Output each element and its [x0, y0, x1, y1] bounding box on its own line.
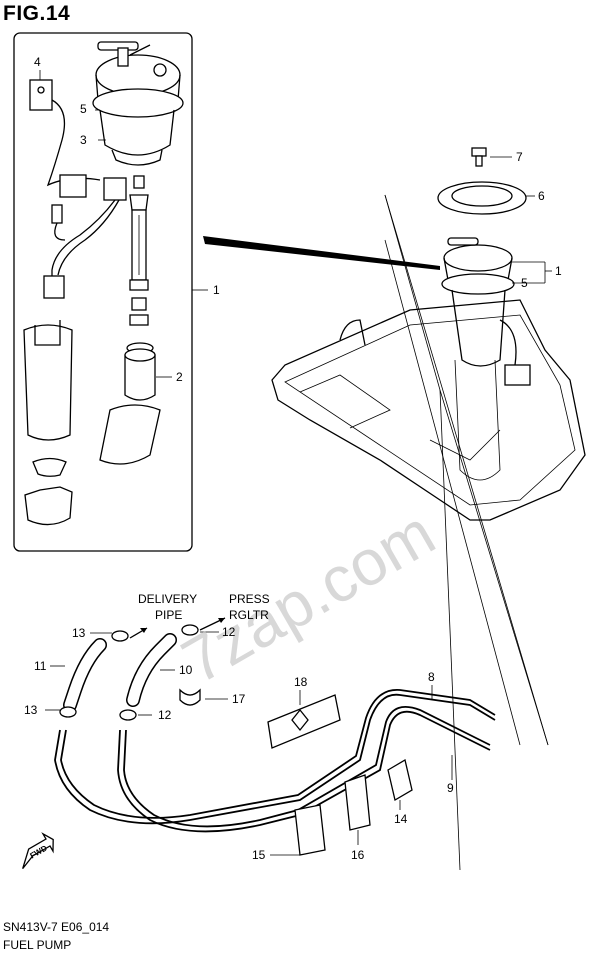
pointer-arrow [203, 236, 440, 270]
hose-clamps [59, 624, 201, 721]
callout-8: 8 [428, 670, 435, 684]
press-label-line1: PRESS [229, 592, 270, 606]
callout-9: 9 [447, 781, 454, 795]
diagram-name: FUEL PUMP [3, 938, 72, 952]
callout-13-bottom: 13 [24, 703, 38, 717]
callout-2: 2 [176, 370, 183, 384]
callout-5-main: 5 [521, 276, 528, 290]
delivery-label-line1: DELIVERY [138, 592, 197, 606]
callout-13-top: 13 [72, 626, 86, 640]
detail-box [13, 32, 193, 552]
pump-holder-parts [23, 320, 73, 526]
pipe-clip-16 [344, 774, 371, 831]
mounting-bolt [471, 147, 487, 167]
fuel-gauge-tube [129, 175, 149, 326]
callout-1-main: 1 [555, 264, 562, 278]
callout-7: 7 [516, 150, 523, 164]
leader-lines [39, 70, 552, 856]
delivery-label-line2: PIPE [155, 608, 182, 622]
callout-labels: 4 5 3 1 2 7 6 1 5 13 12 11 10 18 8 17 13… [24, 55, 562, 862]
annotation-arrows [129, 617, 226, 639]
callout-4: 4 [34, 55, 41, 69]
fuel-pipe-9 [117, 706, 491, 833]
callout-1-detail: 1 [213, 283, 220, 297]
connector-bracket-detail [29, 79, 127, 299]
watermark: 7zap.com [170, 496, 446, 697]
pump-module-detail [92, 41, 184, 166]
callout-16: 16 [351, 848, 365, 862]
bracket-18 [267, 694, 341, 749]
callout-14: 14 [394, 812, 408, 826]
callout-17: 17 [232, 692, 246, 706]
figure-title: FIG.14 [3, 2, 71, 25]
callout-6: 6 [538, 189, 545, 203]
forward-direction-mark: FWD [22, 832, 54, 870]
callout-12-bottom: 12 [158, 708, 172, 722]
pipe-clip-14 [387, 758, 413, 802]
pipe-clip-15 [294, 804, 326, 856]
callout-5-detail: 5 [80, 102, 87, 116]
diagram-code: SN413V-7 E06_014 [3, 920, 110, 934]
hose-11 [63, 638, 107, 712]
callout-18: 18 [294, 675, 308, 689]
press-label-line2: RGLTR [229, 608, 269, 622]
gasket-ring [437, 181, 527, 215]
perspective-lines [384, 194, 549, 871]
callout-3: 3 [80, 133, 87, 147]
callout-15: 15 [252, 848, 266, 862]
pump-assembly-installed [441, 237, 531, 386]
callout-11: 11 [34, 659, 47, 673]
fuel-pump-motor [99, 342, 161, 465]
callout-12-top: 12 [222, 625, 236, 639]
callout-10: 10 [179, 663, 193, 677]
fuel-tank [271, 299, 586, 521]
fuel-pipe-8 [54, 689, 496, 825]
annotation-text: DELIVERY PIPE PRESS RGLTR [138, 592, 270, 622]
hose-10 [126, 633, 177, 707]
